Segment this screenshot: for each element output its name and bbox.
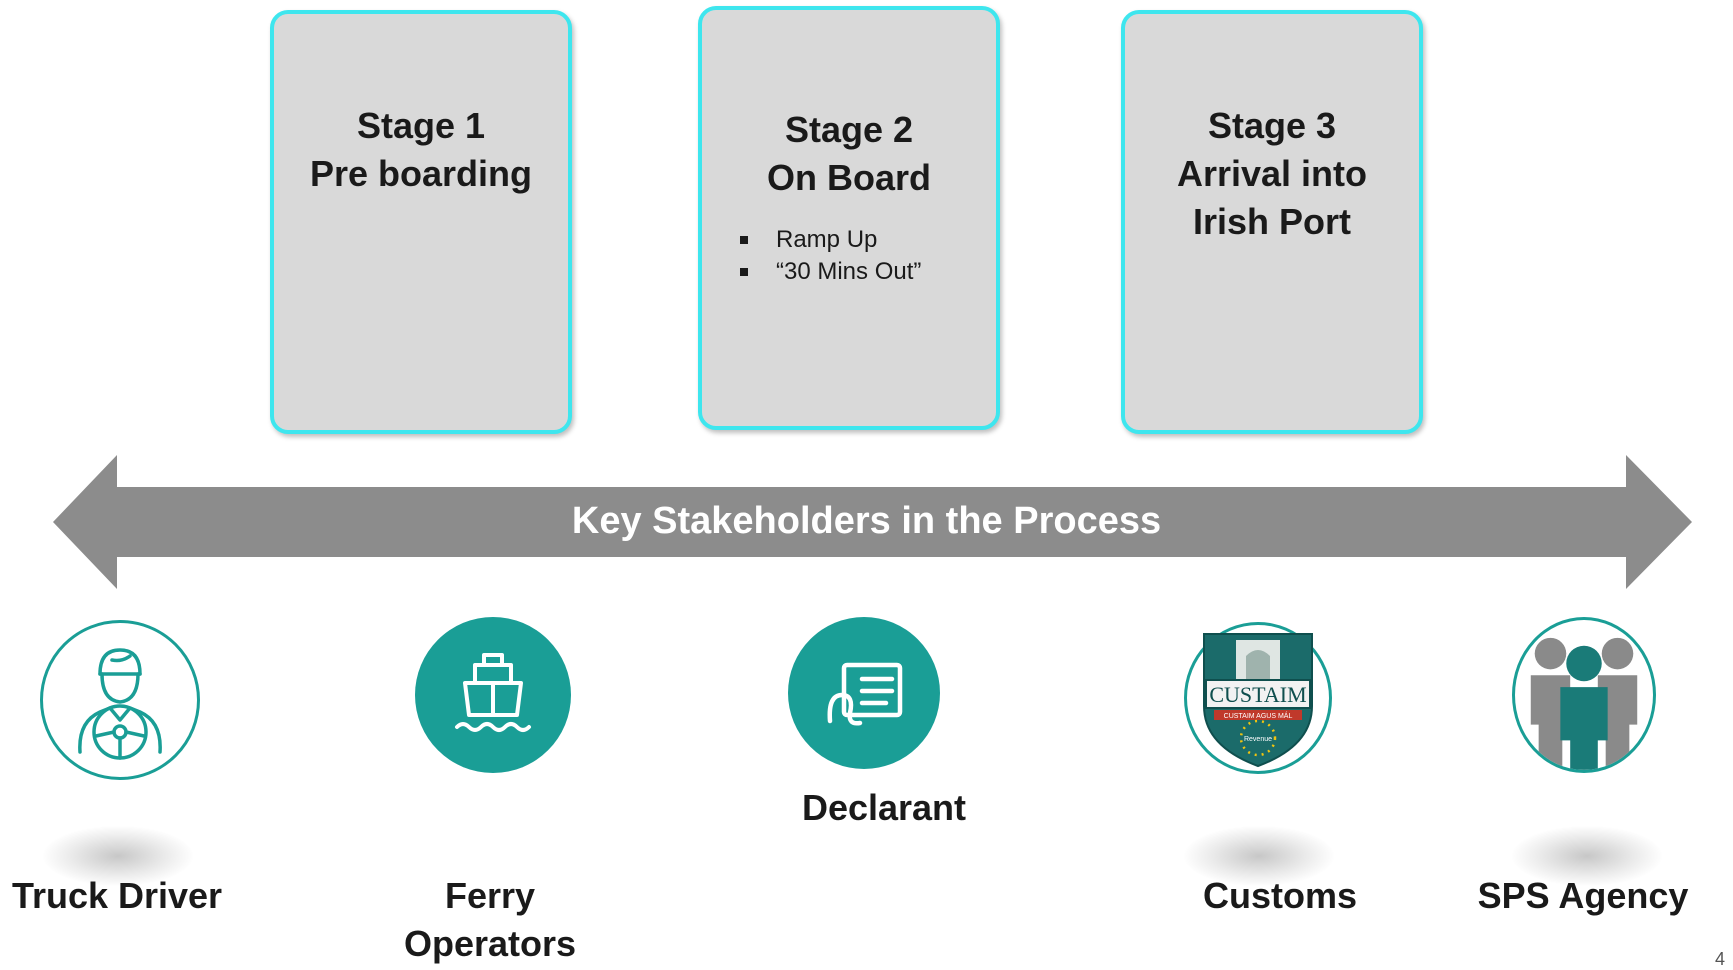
stage-2-bullet-list: Ramp Up “30 Mins Out” (702, 224, 996, 288)
ferry-operators-label: Ferry Operators (403, 875, 577, 964)
stage-3-card: Stage 3 Arrival into Irish Port (1121, 10, 1423, 434)
declaration-document-icon (788, 617, 940, 769)
custaim-badge-text: CUSTAIM (1209, 682, 1306, 707)
stage-1-card: Stage 1 Pre boarding (270, 10, 572, 434)
ferry-ship-icon (415, 617, 571, 773)
custaim-badge-subtext: CUSTAIM AGUS MÁL (1224, 711, 1293, 720)
page-number: 4 (1714, 949, 1725, 969)
double-arrow-shape (53, 455, 1692, 589)
customs-label: Customs (1202, 875, 1358, 916)
double-arrow-icon (53, 455, 1692, 589)
arrow-label: Key Stakeholders in the Process (571, 500, 1162, 542)
custaim-revenue-badge: CUSTAIM CUSTAIM AGUS MÁL Revenue (1184, 622, 1332, 774)
custaim-badge-small-text: Revenue (1244, 736, 1272, 743)
stage-2-card: Stage 2 On Board Ramp Up “30 Mins Out” (698, 6, 1000, 430)
customs-shadow (1184, 826, 1334, 886)
truck-driver-label: Truck Driver (11, 875, 223, 916)
truck-driver-shadow (43, 826, 193, 886)
sps-agency-label: SPS Agency (1477, 875, 1689, 916)
truck-driver-icon (40, 620, 200, 780)
stage-3-title: Stage 3 Arrival into Irish Port (1176, 105, 1368, 242)
stage-2-bullet: “30 Mins Out” (740, 256, 996, 288)
sps-agency-shadow (1512, 826, 1662, 886)
stage-2-bullet: Ramp Up (740, 224, 996, 256)
stage-2-title: Stage 2 On Board (766, 109, 931, 198)
people-group-icon (1512, 617, 1656, 773)
stage-1-title: Stage 1 Pre boarding (309, 105, 533, 194)
declarant-label: Declarant (801, 787, 967, 828)
